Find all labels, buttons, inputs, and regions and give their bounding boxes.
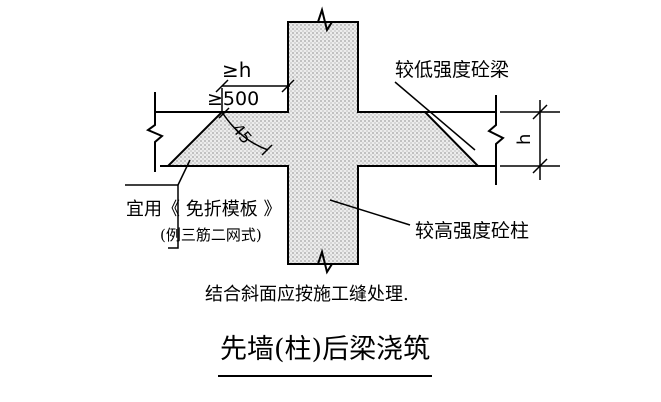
label-formwork-line1: 宜用《 免折模板 》: [126, 199, 281, 220]
diagram-title: 先墙(柱)后梁浇筑: [220, 334, 430, 365]
column-break-marks: [305, 6, 345, 275]
leader-lines: [125, 81, 476, 249]
dimension-h: [500, 100, 560, 180]
label-h: h: [514, 134, 535, 145]
label-ge-500: ≥500: [207, 88, 259, 110]
label-higher-strength-column: 较高强度砼柱: [415, 220, 529, 242]
dimension-ge-h: [215, 79, 295, 112]
label-note: 结合斜面应按施工缝处理.: [205, 284, 409, 305]
angle-45-dimension: [218, 107, 273, 156]
label-formwork-line2: (例三筋二网式): [160, 226, 262, 244]
label-ge-h: ≥h: [222, 58, 251, 82]
label-lower-strength-beam: 较低强度砼梁: [395, 59, 509, 81]
